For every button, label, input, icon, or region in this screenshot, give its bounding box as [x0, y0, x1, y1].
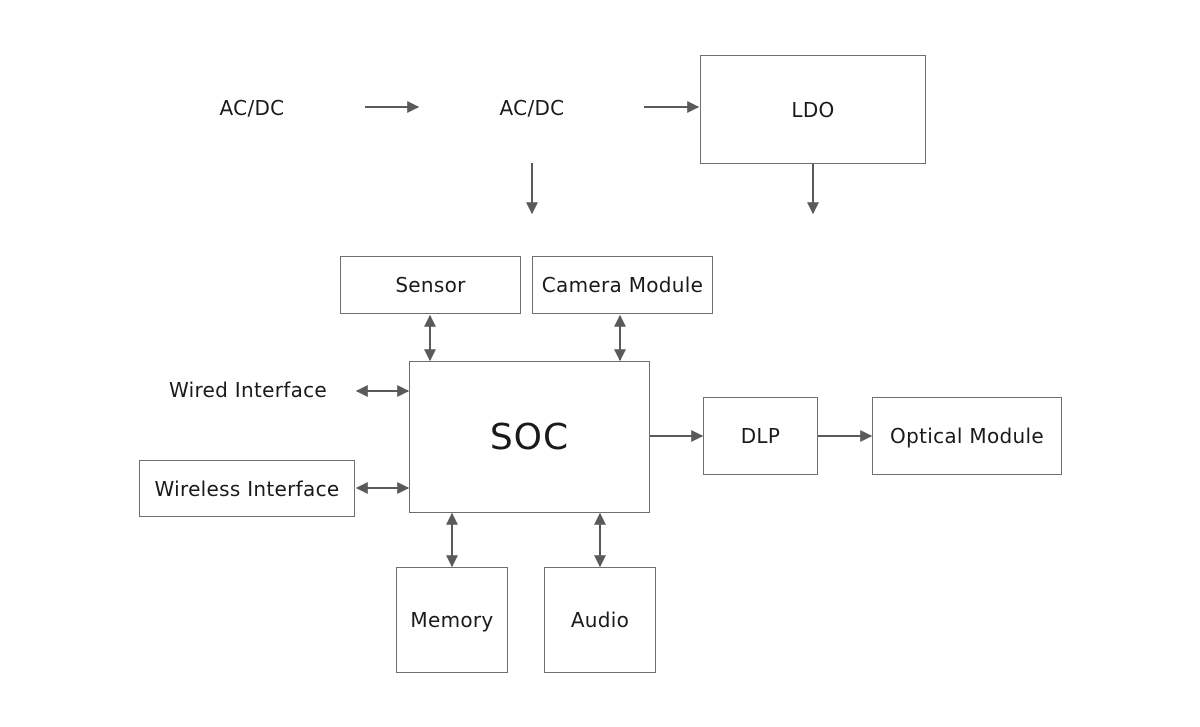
- ldo-box: LDO: [700, 55, 926, 164]
- wireless-interface-box: Wireless Interface: [139, 460, 355, 517]
- sensor-box: Sensor: [340, 256, 521, 314]
- acdc-input-label: AC/DC: [219, 96, 285, 120]
- camera-module-box: Camera Module: [532, 256, 713, 314]
- audio-box: Audio: [544, 567, 656, 673]
- optical-module-box: Optical Module: [872, 397, 1062, 475]
- wired-interface-label: Wired Interface: [168, 378, 328, 402]
- soc-box: SOC: [409, 361, 650, 513]
- memory-box: Memory: [396, 567, 508, 673]
- acdc-converter-label: AC/DC: [499, 96, 565, 120]
- dlp-box: DLP: [703, 397, 818, 475]
